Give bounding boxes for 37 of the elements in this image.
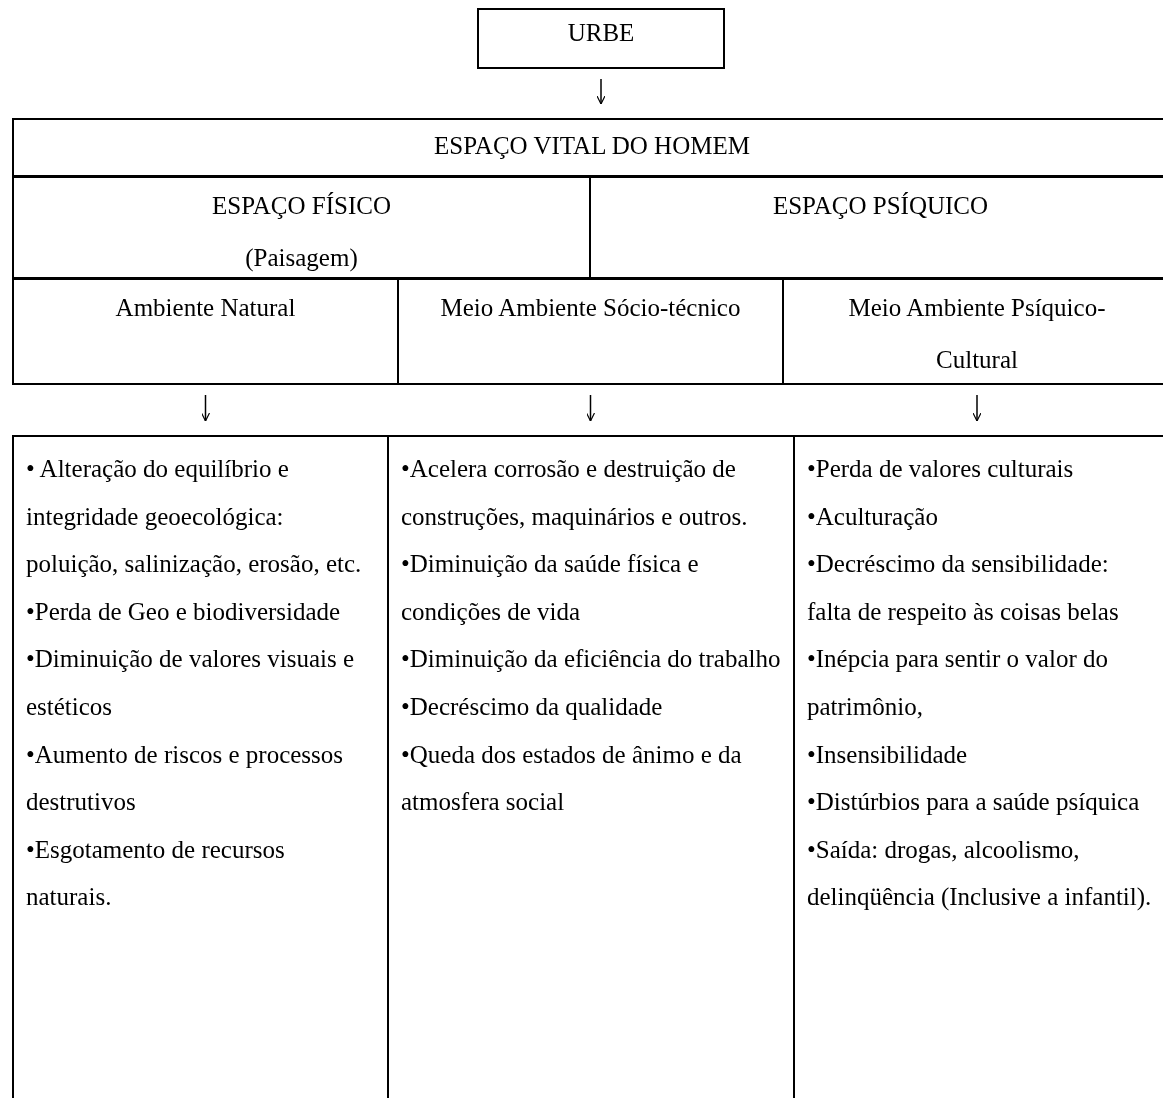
bullet-item: •Aculturação	[807, 501, 939, 532]
cell-heading: (Paisagem)	[244, 243, 359, 274]
cell-heading: ESPAÇO FÍSICO	[211, 191, 392, 221]
bullet-item: •Diminuição da saúde física e condições de vida	[401, 549, 700, 627]
table-cell	[397, 278, 784, 385]
list-box	[12, 435, 389, 1098]
bullet-item: •Saída: drogas, alcoolismo, delinqüência (Inclusive a infantil).	[807, 834, 1153, 913]
bullet-item: • Alteração do equilíbrio e integridade geoecológica: poluição, salinização, erosão, etc.	[26, 454, 363, 580]
bullet-item: •Aumento de riscos e processos destrutivos	[26, 739, 345, 818]
table-cell	[12, 118, 1163, 177]
cell-heading: Meio Ambiente Psíquico-Cultural	[847, 293, 1107, 375]
bullet-item: •Queda dos estados de ânimo e da atmosfera social	[401, 739, 743, 818]
arrow	[200, 394, 211, 422]
arrow	[972, 394, 982, 422]
table-cell	[782, 278, 1163, 385]
arrow	[596, 78, 606, 105]
cell-heading: Meio Ambiente Sócio-técnico	[439, 293, 742, 323]
arrow	[585, 394, 596, 422]
table-cell	[12, 278, 399, 385]
cell-heading: Ambiente Natural	[114, 293, 297, 323]
bullet-item: •Perda de valores culturais	[807, 454, 1075, 484]
cell-heading: ESPAÇO VITAL DO HOMEM	[433, 131, 751, 161]
bullet-item: •Diminuição da eficiência do trabalho	[401, 644, 781, 675]
bullet-item: •Decréscimo da qualidade	[401, 691, 664, 722]
process-box	[477, 8, 725, 69]
bullet-item: •Decréscimo da sensibilidade: falta de respeito às coisas belas	[807, 549, 1120, 627]
bullet-item: •Perda de Geo e biodiversidade	[26, 596, 342, 627]
bullet-item: •Diminuição de valores visuais e estéticos	[26, 644, 356, 722]
bullet-item: •Insensibilidade	[807, 739, 969, 770]
bullet-item: •Inépcia para sentir o valor do patrimônio,	[807, 644, 1109, 722]
cell-heading: ESPAÇO PSÍQUICO	[771, 191, 990, 221]
bullet-item: •Acelera corrosão e destruição de construções, maquinários e outros.	[401, 454, 749, 532]
cell-heading: URBE	[566, 18, 636, 48]
bullet-item: •Esgotamento de recursos naturais.	[26, 834, 286, 913]
table-cell	[12, 176, 591, 279]
bullet-item: •Distúrbios para a saúde psíquica	[807, 787, 1141, 818]
table-cell	[589, 176, 1163, 279]
